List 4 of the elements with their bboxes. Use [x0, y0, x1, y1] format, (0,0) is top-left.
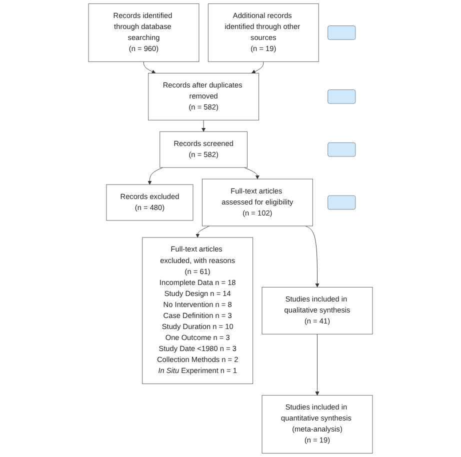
- node-box: [328, 195, 356, 210]
- node-box: [328, 90, 356, 104]
- node-box: [328, 26, 356, 40]
- node-box: [328, 142, 356, 157]
